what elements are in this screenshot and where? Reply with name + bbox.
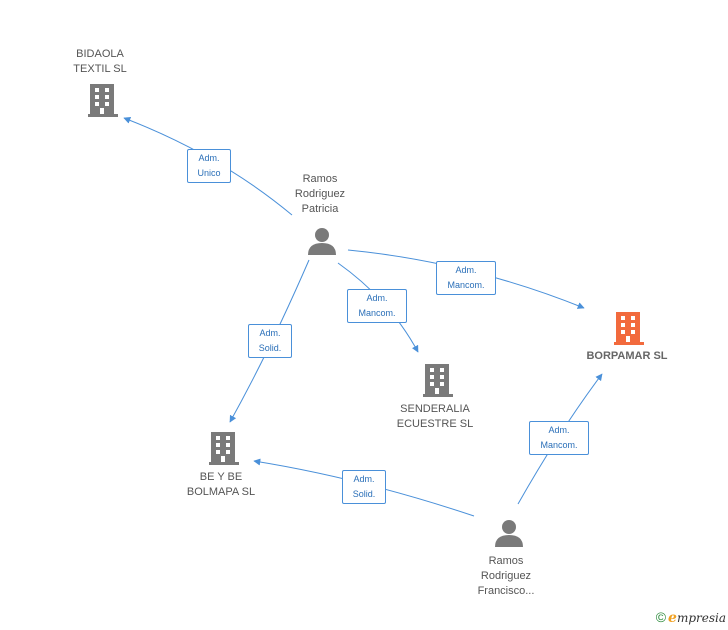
node-label-ramos-francisco[interactable]: Ramos Rodriguez Francisco... (477, 555, 535, 597)
edge-label-adm-solid: Adm. Solid. (342, 470, 386, 504)
edge-label-adm-solid: Adm. Solid. (248, 324, 292, 358)
node-label-borpamar[interactable]: BORPAMAR SL (586, 350, 668, 362)
edge-label-adm-unico: Adm. Unico (187, 149, 231, 183)
person-icon[interactable] (495, 520, 523, 547)
node-label-bidaola[interactable]: BIDAOLA TEXTIL SL (73, 48, 127, 75)
edge-label-adm-mancom: Adm. Mancom. (347, 289, 407, 323)
brand-name: mpresia (676, 611, 726, 625)
building-focus-icon[interactable] (614, 312, 644, 345)
building-icon[interactable] (423, 364, 453, 397)
building-icon[interactable] (209, 432, 239, 465)
node-label-ramos-patricia[interactable]: Ramos Rodriguez Patricia (294, 173, 346, 215)
node-label-senderalia[interactable]: SENDERALIA ECUESTRE SL (396, 403, 474, 430)
edge-label-adm-mancom: Adm. Mancom. (436, 261, 496, 295)
person-icon[interactable] (308, 228, 336, 255)
brand-logo-letter: e (668, 610, 677, 626)
building-icon[interactable] (88, 84, 118, 117)
edge-label-adm-mancom: Adm. Mancom. (529, 421, 589, 455)
node-label-beybe[interactable]: BE Y BE BOLMAPA SL (186, 471, 256, 498)
brand-footer: ©empresia (656, 609, 726, 626)
copyright-symbol: © (655, 609, 667, 625)
